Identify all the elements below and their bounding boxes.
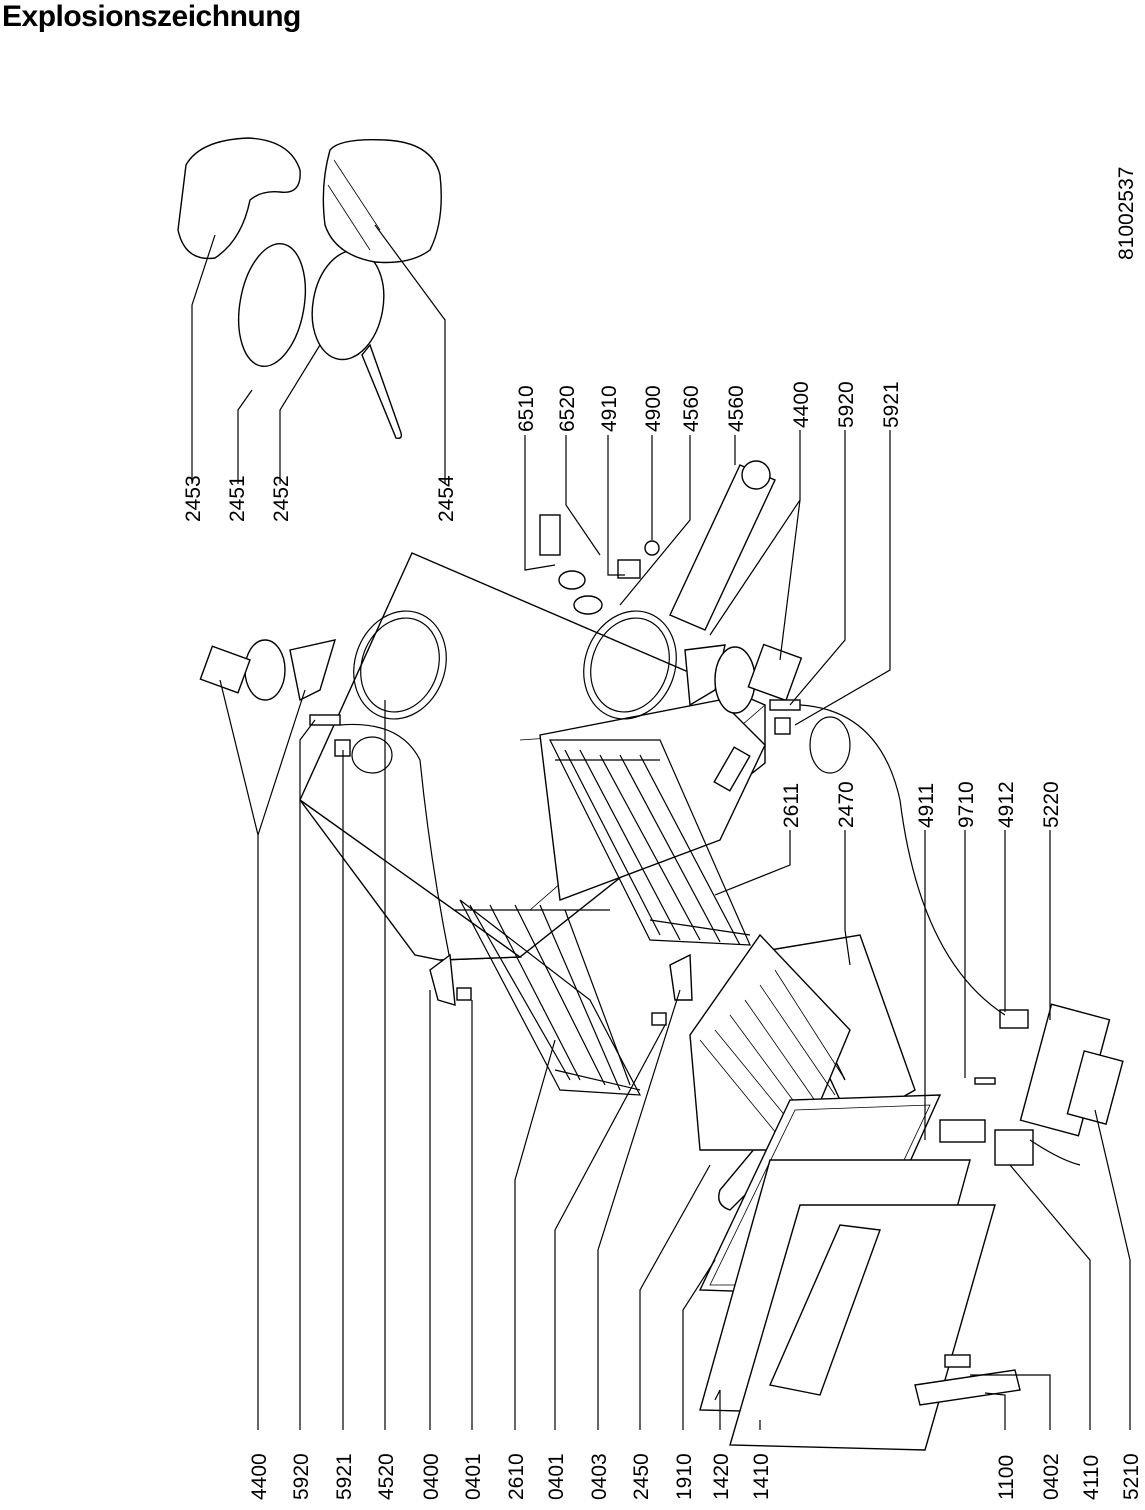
cooling-fan-motor [994, 1129, 1034, 1166]
mesh-filter [237, 242, 307, 368]
leader-lines [191, 224, 1131, 1430]
label-0401-a: 0401 [462, 1453, 485, 1500]
label-4560a: 4560 [680, 385, 703, 432]
label-5920-bottom: 5920 [290, 1453, 313, 1500]
label-0400: 0400 [420, 1453, 443, 1500]
label-5920-right: 5920 [835, 381, 858, 428]
fan-plate-right [714, 646, 756, 714]
label-0401-b: 0401 [545, 1453, 568, 1500]
label-1100: 1100 [995, 1455, 1018, 1500]
label-2454: 2454 [435, 475, 458, 522]
switch [617, 559, 641, 579]
label-0403: 0403 [588, 1453, 611, 1500]
label-4110: 4110 [1080, 1455, 1103, 1500]
label-1410: 1410 [750, 1453, 773, 1500]
label-4520: 4520 [375, 1453, 398, 1500]
hinge-right [669, 953, 693, 1001]
label-0402: 0402 [1040, 1453, 1063, 1500]
label-4400-bottom: 4400 [248, 1453, 271, 1500]
label-5220: 5220 [1040, 781, 1063, 828]
hinge-left [429, 953, 456, 1006]
label-4912: 4912 [995, 781, 1018, 828]
fan-motor-right [747, 643, 803, 702]
sensor-clip-right [774, 717, 791, 735]
label-6510: 6510 [515, 385, 538, 432]
label-2450: 2450 [630, 1453, 653, 1500]
tangential-fan [669, 464, 776, 631]
label-5921-bottom: 5921 [333, 1453, 356, 1500]
grease-filter-housing [322, 139, 442, 264]
label-1910: 1910 [673, 1453, 696, 1500]
label-4900: 4900 [642, 385, 665, 432]
carbon-filter-housing [177, 137, 301, 260]
knob [644, 540, 660, 556]
lamp-ring [558, 570, 586, 590]
page-title: Explosionszeichnung [2, 0, 301, 33]
label-5210: 5210 [1120, 1453, 1143, 1500]
heating-ring-right [583, 610, 677, 720]
label-2451: 2451 [226, 475, 249, 522]
label-4910: 4910 [598, 385, 621, 432]
filter-group [177, 137, 442, 440]
label-2452: 2452 [270, 475, 293, 522]
label-2611: 2611 [780, 783, 803, 828]
fan-blade-right [684, 644, 726, 707]
grid-rack [689, 933, 851, 1151]
label-1420: 1420 [710, 1453, 733, 1500]
heating-ring-left [353, 610, 447, 720]
label-5921-right: 5921 [880, 381, 903, 428]
label-4400-right: 4400 [790, 381, 813, 428]
filter-ring-handle [361, 343, 403, 440]
temp-sensor-right [769, 699, 801, 711]
label-2470: 2470 [835, 781, 858, 828]
temp-sensor-left [309, 714, 341, 726]
oven-body [299, 552, 766, 961]
control-panel-front [1066, 1050, 1124, 1125]
oven-lamp [539, 514, 561, 556]
label-2610: 2610 [505, 1453, 528, 1500]
fan-blade-left [289, 639, 337, 702]
fan-motor-left [199, 645, 251, 694]
label-6520: 6520 [556, 385, 579, 432]
label-4560b: 4560 [725, 385, 748, 432]
oven-rack-left [455, 899, 642, 1096]
oven-rack-right [549, 739, 751, 946]
terminal-block [939, 1119, 986, 1143]
label-2453: 2453 [182, 475, 205, 522]
label-4911: 4911 [915, 783, 938, 828]
fan-plate-left [244, 639, 286, 701]
label-9710: 9710 [955, 781, 978, 828]
document-number: 81002537 [1115, 167, 1138, 260]
